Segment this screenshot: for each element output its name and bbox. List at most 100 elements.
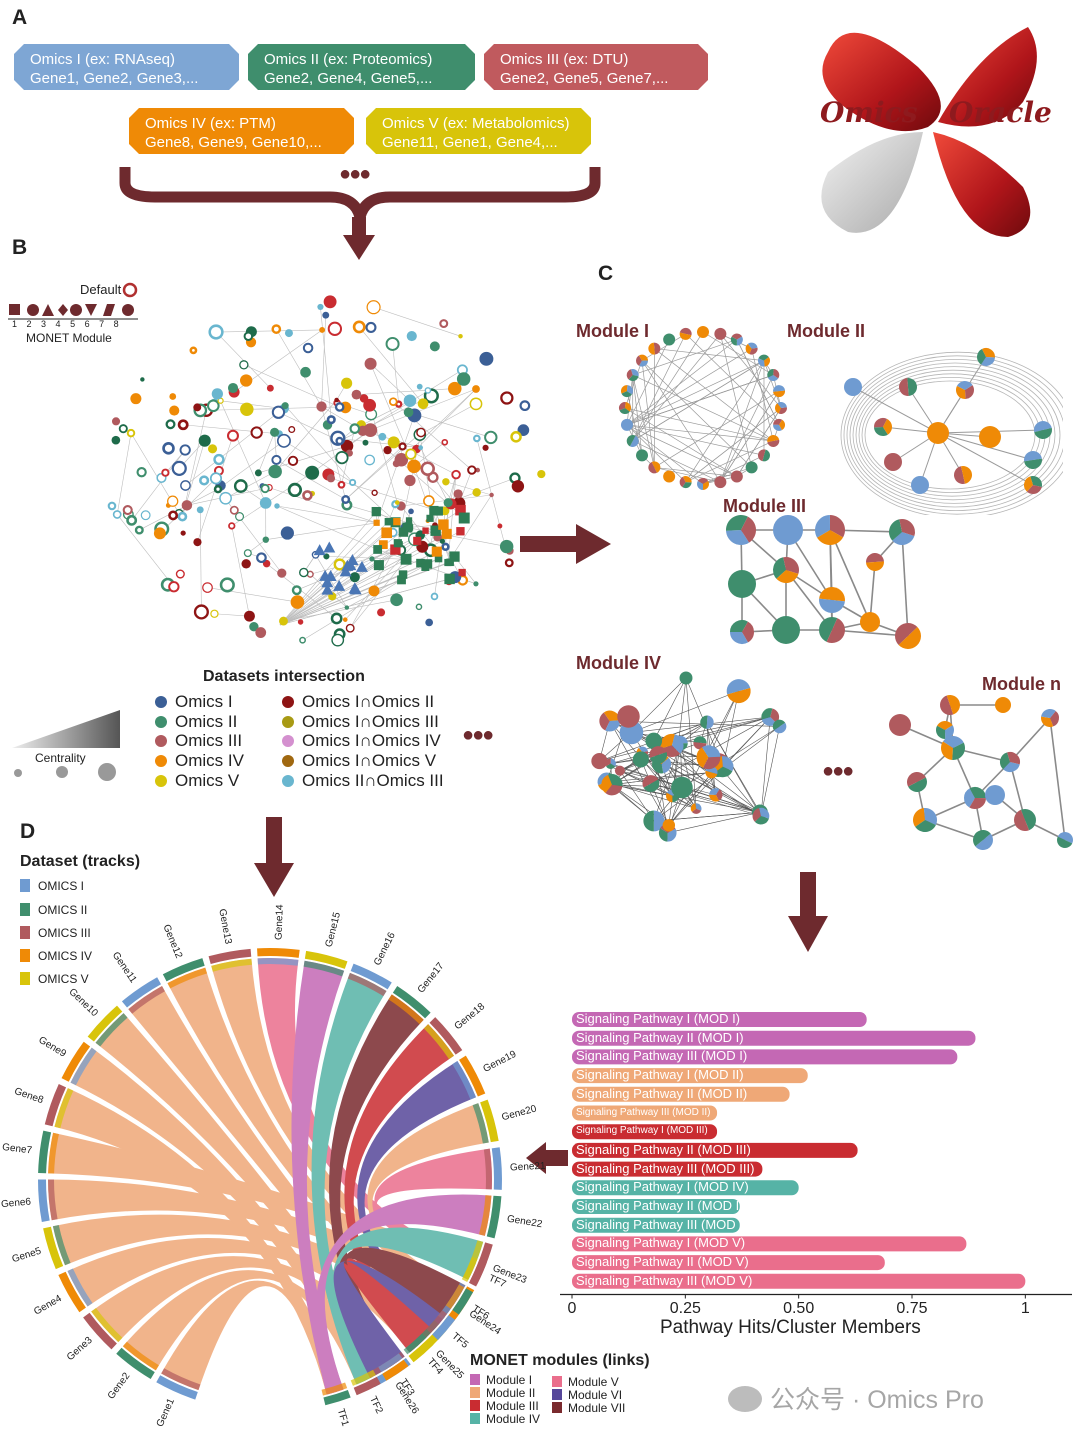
network-node (424, 387, 432, 394)
network-node (179, 444, 191, 456)
module-node-slice (874, 427, 888, 436)
legend-dot (155, 716, 167, 728)
module-3-graph (726, 515, 921, 649)
network-node (140, 510, 151, 521)
module-node-slice (908, 777, 927, 792)
network-edge (392, 343, 400, 405)
module-edge (626, 424, 704, 485)
legend-dot (282, 755, 294, 767)
module-node-slice (679, 476, 686, 488)
monet-item: Module VI (552, 1388, 622, 1402)
arrow-bars-to-d (526, 1142, 568, 1174)
bar (572, 1142, 858, 1158)
chord-segment (408, 1339, 434, 1363)
module-node-slice (661, 757, 672, 774)
chord-track (167, 967, 208, 989)
module-node (773, 515, 803, 545)
network-node (393, 518, 401, 526)
chord-link (291, 960, 345, 1395)
chord-track (95, 1013, 128, 1047)
module-edge (641, 360, 721, 483)
chord-link (331, 1227, 484, 1385)
network-node (398, 442, 407, 451)
network-node (335, 436, 344, 446)
network-edge (183, 424, 280, 435)
network-node (299, 636, 306, 644)
module-node-slice (726, 530, 750, 545)
module-edge (632, 374, 774, 442)
network-edge (243, 364, 340, 408)
network-edge (279, 579, 402, 626)
network-node (198, 434, 211, 447)
network-edge (283, 440, 353, 483)
network-node (416, 558, 425, 568)
module-node (617, 705, 640, 728)
network-edge (369, 405, 398, 503)
module-node (728, 570, 756, 598)
track-swatch (20, 972, 30, 985)
network-edge (207, 587, 298, 603)
module-node-slice (700, 715, 708, 729)
module-edge (852, 366, 1056, 504)
network-node (363, 398, 377, 412)
module-edge (751, 348, 774, 442)
chord-segment (459, 1055, 486, 1097)
network-node (122, 505, 133, 516)
network-node (268, 464, 282, 479)
module-edge (632, 374, 655, 468)
logo-word-oracle: Oracle (949, 96, 1052, 129)
network-node (322, 311, 330, 319)
module-node-slice (757, 449, 766, 462)
network-node (319, 327, 326, 333)
network-node (405, 448, 417, 460)
module-node-slice (973, 830, 991, 847)
chord-track (378, 1353, 403, 1373)
module-edge (653, 677, 687, 742)
panel-label-d: D (20, 820, 36, 843)
network-edge (214, 613, 250, 617)
network-node (107, 501, 117, 511)
bar (572, 1199, 740, 1214)
monet-item: Module IV (470, 1412, 540, 1426)
module-node-slice (621, 391, 632, 398)
module-node-slice (741, 516, 756, 543)
module-node-slice (682, 482, 692, 489)
network-node (313, 544, 326, 556)
module-node-slice (643, 810, 654, 832)
network-node (193, 403, 202, 412)
shape-number: 7 (99, 319, 114, 329)
network-node (300, 366, 311, 378)
module-node (844, 378, 862, 396)
network-node (416, 383, 423, 390)
bar (572, 1068, 808, 1084)
network-node (321, 583, 334, 595)
network-node (381, 527, 393, 539)
network-node (430, 525, 441, 536)
network-node (327, 321, 343, 336)
module-node-slice (714, 766, 733, 778)
network-node (226, 429, 239, 442)
module-node-slice (731, 333, 743, 340)
network-node (369, 556, 375, 562)
legend-dot (282, 735, 294, 747)
intersection-item: Omics III (155, 731, 242, 751)
network-node (537, 469, 546, 479)
x-tick-label: 0.25 (669, 1299, 701, 1317)
network-node (413, 536, 422, 545)
module-edge (685, 407, 782, 483)
module-node-slice (652, 760, 664, 774)
network-node (373, 560, 384, 571)
network-node (500, 391, 514, 405)
chord-segment (121, 977, 162, 1008)
network-node (368, 585, 380, 597)
monet-label: Module I (486, 1373, 533, 1387)
network-node (387, 436, 400, 449)
module-node-slice (697, 481, 704, 490)
network-edge (231, 472, 313, 527)
module-node-slice (605, 758, 611, 767)
network-graph-b (107, 295, 546, 647)
module-edge (626, 391, 643, 456)
module-node-slice (642, 775, 659, 788)
track-item: OMICS I (20, 879, 84, 893)
network-edge (315, 554, 348, 608)
